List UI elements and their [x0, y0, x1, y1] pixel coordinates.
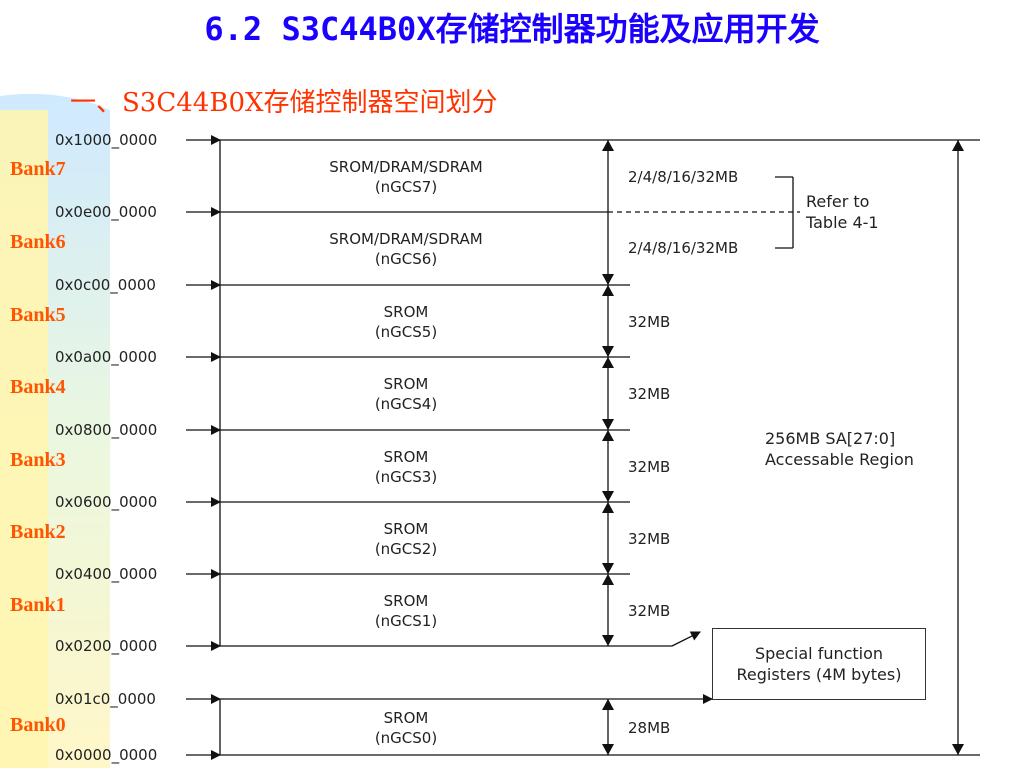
bank-region: SROM (nGCS4) — [222, 374, 590, 414]
bank-size: 32MB — [628, 313, 671, 331]
address-label: 0x01c0_0000 — [55, 690, 156, 708]
arrow-head — [952, 744, 964, 755]
refer-note: Refer to Table 4-1 — [806, 191, 879, 233]
bank-size: 28MB — [628, 719, 671, 737]
bank-region: SROM/DRAM/SDRAM (nGCS7) — [222, 157, 590, 197]
region-type: SROM/DRAM/SDRAM — [329, 230, 483, 248]
slide-title: 6.2 S3C44B0X存储控制器功能及应用开发 — [204, 10, 820, 48]
arrow-head — [602, 491, 614, 502]
address-label: 0x0a00_0000 — [55, 348, 157, 366]
region-type: SROM — [383, 375, 429, 393]
bank-region: SROM (nGCS0) — [222, 708, 590, 748]
refer-note-line: Table 4-1 — [806, 213, 879, 232]
bank-region: SROM (nGCS1) — [222, 591, 590, 631]
region-chip-select: (nGCS6) — [374, 250, 438, 268]
bank-region: SROM/DRAM/SDRAM (nGCS6) — [222, 229, 590, 269]
region-chip-select: (nGCS7) — [374, 178, 438, 196]
region-type: SROM/DRAM/SDRAM — [329, 158, 483, 176]
region-chip-select: (nGCS1) — [374, 612, 438, 630]
arrow-head — [602, 563, 614, 574]
region-type: SROM — [383, 592, 429, 610]
accessible-region-note: 256MB SA[27:0] Accessable Region — [765, 428, 914, 470]
arrow-head — [602, 140, 614, 151]
bank-label: Bank2 — [10, 521, 66, 543]
address-label: 0x0400_0000 — [55, 565, 158, 583]
arrow-head — [602, 274, 614, 285]
bank-label: Bank6 — [10, 231, 66, 253]
special-registers-label: Special function Registers (4M bytes) — [712, 643, 926, 685]
bank-label: Bank7 — [10, 158, 66, 180]
arrow-head — [952, 140, 964, 151]
accessible-region-line: Accessable Region — [765, 450, 914, 469]
bank-label: Bank1 — [10, 594, 66, 616]
bank-size: 32MB — [628, 602, 671, 620]
region-type: SROM — [383, 448, 429, 466]
bank-label: Bank3 — [10, 449, 66, 471]
arrow-head — [602, 357, 614, 368]
arrow-head — [602, 574, 614, 585]
bank-label: Bank4 — [10, 376, 66, 398]
region-chip-select: (nGCS4) — [374, 395, 438, 413]
bank-size: 32MB — [628, 385, 671, 403]
region-type: SROM — [383, 520, 429, 538]
region-chip-select: (nGCS2) — [374, 540, 438, 558]
arrow-head — [602, 744, 614, 755]
address-label: 0x0200_0000 — [55, 637, 158, 655]
region-chip-select: (nGCS5) — [374, 323, 438, 341]
bank-size: 32MB — [628, 530, 671, 548]
address-label: 0x0000_0000 — [55, 746, 158, 764]
arrow-head — [602, 635, 614, 646]
address-label: 0x0600_0000 — [55, 493, 158, 511]
bank-label: Bank0 — [10, 714, 66, 736]
bank-region: SROM (nGCS2) — [222, 519, 590, 559]
arrow-head — [602, 346, 614, 357]
bank-size: 2/4/8/16/32MB — [628, 239, 739, 257]
bank-region: SROM (nGCS5) — [222, 302, 590, 342]
special-registers-line: Registers (4M bytes) — [736, 665, 902, 684]
address-label: 0x1000_0000 — [55, 131, 158, 149]
special-registers-line: Special function — [754, 644, 884, 663]
sfr-pointer — [671, 631, 701, 647]
special-registers-box — [712, 628, 926, 700]
arrow-head — [602, 699, 614, 710]
address-label: 0x0800_0000 — [55, 421, 158, 439]
region-chip-select: (nGCS0) — [374, 729, 438, 747]
arrow-head — [602, 419, 614, 430]
bank-size: 32MB — [628, 458, 671, 476]
address-label: 0x0c00_0000 — [55, 276, 156, 294]
refer-note-line: Refer to — [806, 192, 870, 211]
address-label: 0x0e00_0000 — [55, 203, 157, 221]
arrow-head — [602, 502, 614, 513]
region-type: SROM — [383, 303, 429, 321]
region-type: SROM — [383, 709, 429, 727]
bank-region: SROM (nGCS3) — [222, 447, 590, 487]
bank-label: Bank5 — [10, 304, 66, 326]
accessible-region-line: 256MB SA[27:0] — [765, 429, 896, 448]
arrow-head — [602, 285, 614, 296]
arrow-head — [602, 430, 614, 441]
region-chip-select: (nGCS3) — [374, 468, 438, 486]
slide-subtitle: 一、S3C44B0X存储控制器空间划分 — [70, 88, 498, 118]
bank-size: 2/4/8/16/32MB — [628, 168, 739, 186]
